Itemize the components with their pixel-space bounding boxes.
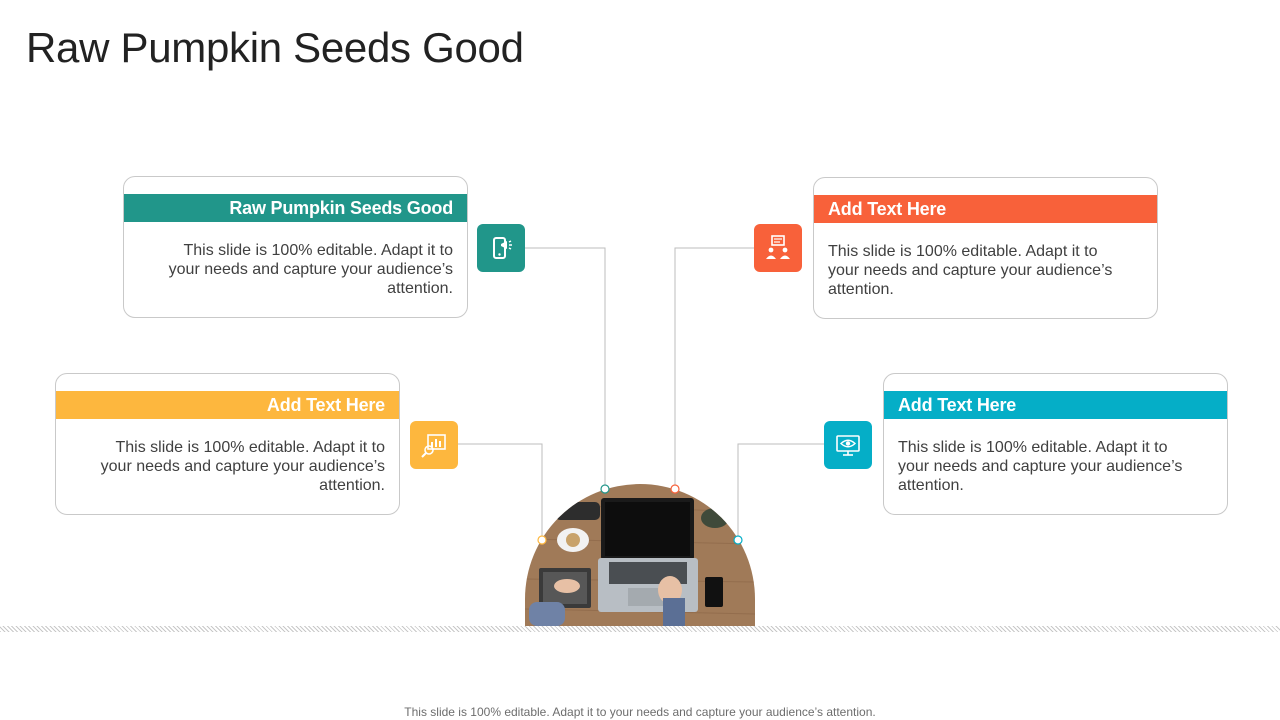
floor-divider xyxy=(0,626,1280,632)
card-bottom-right: Add Text Here This slide is 100% editabl… xyxy=(883,373,1228,515)
card-top-right: Add Text Here This slide is 100% editabl… xyxy=(813,177,1158,319)
card-bottom-left: Add Text Here This slide is 100% editabl… xyxy=(55,373,400,515)
card-top-left: Raw Pumpkin Seeds Good This slide is 100… xyxy=(123,176,468,318)
card-top-left-body: This slide is 100% editable. Adapt it to… xyxy=(168,242,453,297)
card-bottom-left-body: This slide is 100% editable. Adapt it to… xyxy=(100,439,385,494)
slide-title: Raw Pumpkin Seeds Good xyxy=(26,24,524,71)
chart-search-icon xyxy=(410,421,458,469)
footer-note: This slide is 100% editable. Adapt it to… xyxy=(404,705,876,719)
team-presentation-icon xyxy=(754,224,802,272)
card-bottom-left-header: Add Text Here xyxy=(56,391,399,419)
card-top-right-header: Add Text Here xyxy=(814,195,1157,223)
monitor-eye-icon xyxy=(824,421,872,469)
card-top-right-body: This slide is 100% editable. Adapt it to… xyxy=(828,243,1113,298)
smartphone-megaphone-icon xyxy=(477,224,525,272)
card-bottom-right-body: This slide is 100% editable. Adapt it to… xyxy=(898,439,1183,494)
card-bottom-right-header: Add Text Here xyxy=(884,391,1227,419)
card-top-left-header: Raw Pumpkin Seeds Good xyxy=(124,194,467,222)
